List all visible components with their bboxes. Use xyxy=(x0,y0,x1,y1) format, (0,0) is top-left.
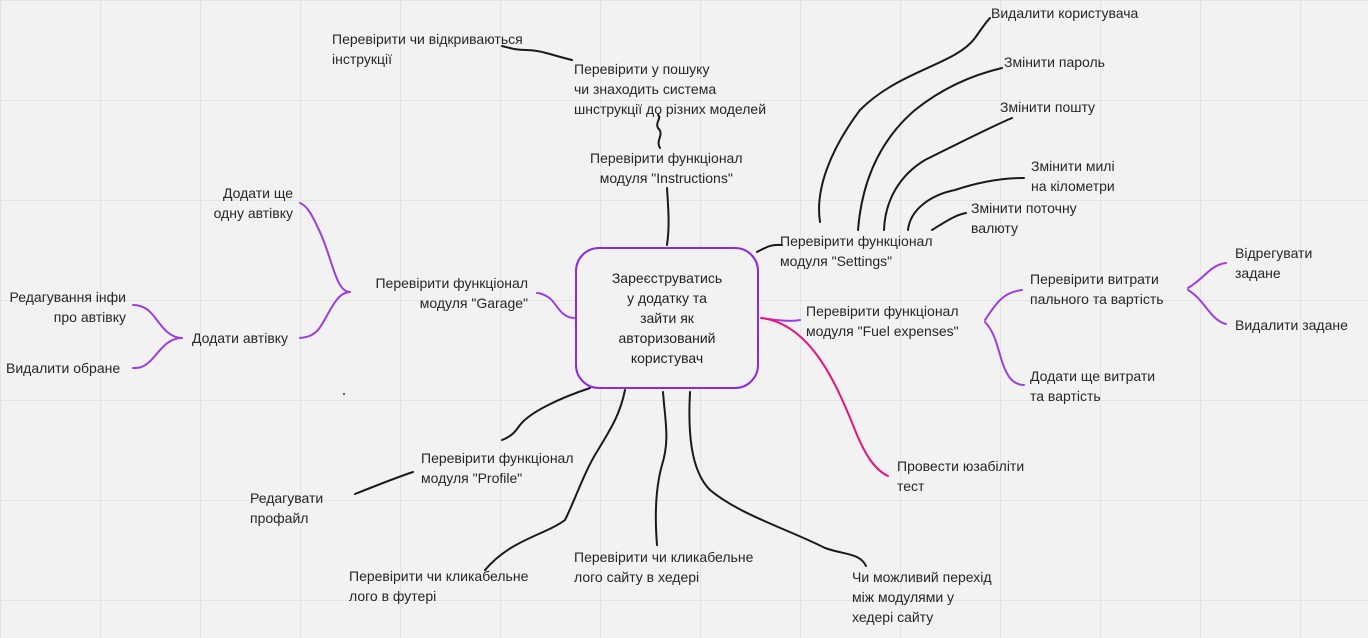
edge-profile-edit xyxy=(354,471,414,495)
edge-settings-miles xyxy=(907,177,1025,231)
edge-settings-currency xyxy=(931,212,967,231)
edge-settings-delete-user xyxy=(818,17,991,223)
node-delete-user[interactable]: Видалити користувача xyxy=(991,5,1139,21)
node-garage-module[interactable]: Перевірити функціонал модуля "Garage" xyxy=(375,275,528,311)
edge-center-header-nav xyxy=(688,391,867,567)
node-miles-to-km[interactable]: Змінити милі на кілометри xyxy=(1031,158,1115,194)
edge-center-footer-logo xyxy=(484,389,626,571)
node-add-more-fuel[interactable]: Додати ще витрати та вартість xyxy=(1030,368,1156,404)
node-edit-profile[interactable]: Редагувати профайл xyxy=(250,490,324,526)
edge-center-garage xyxy=(536,292,575,319)
node-fuel-expenses-module[interactable]: Перевірити функціонал модуля "Fuel expen… xyxy=(806,303,959,339)
node-change-password[interactable]: Змінити пароль xyxy=(1004,54,1105,70)
node-header-navigation[interactable]: Чи можливий перехід між модулями у хедер… xyxy=(852,569,992,625)
node-search-instructions[interactable]: Перевірити у пошуку чи знаходить система… xyxy=(574,61,767,117)
node-check-fuel-cost[interactable]: Перевірити витрати пального та вартість xyxy=(1030,271,1164,307)
stray-dot xyxy=(343,393,345,395)
node-settings-module[interactable]: Перевірити функціонал модуля "Settings" xyxy=(780,233,933,269)
edge-center-settings xyxy=(756,243,783,253)
edge-center-header-logo xyxy=(654,391,668,546)
edge-center-usability xyxy=(761,317,889,477)
node-instructions-module[interactable]: Перевірити функціонал модуля "Instructio… xyxy=(590,150,743,186)
edge-fuel-add xyxy=(984,321,1025,386)
edge-check-delete xyxy=(1187,289,1227,325)
node-edit-car-info[interactable]: Редагування інфи про автівку xyxy=(9,289,126,325)
edge-check-edit xyxy=(1187,262,1227,289)
node-change-email[interactable]: Змінити пошту xyxy=(1000,99,1096,115)
edge-addcar-delete xyxy=(132,337,183,369)
edge-fuel-check xyxy=(984,289,1023,321)
node-add-car[interactable]: Додати автівку xyxy=(192,330,289,346)
edge-settings-email xyxy=(883,117,1013,231)
node-delete-selected[interactable]: Видалити обране xyxy=(6,360,121,376)
node-footer-logo[interactable]: Перевірити чи кликабельне лого в футері xyxy=(349,568,529,604)
node-profile-module[interactable]: Перевірити функціонал модуля "Profile" xyxy=(421,450,574,486)
edge-instructions-search xyxy=(656,114,662,149)
edge-addcar-edit-info xyxy=(132,304,183,339)
node-delete-entry[interactable]: Видалити задане xyxy=(1235,317,1348,333)
node-usability-test[interactable]: Провести юзабіліти тест xyxy=(897,458,1025,494)
node-instructions-open[interactable]: Перевірити чи відкриваються інструкції xyxy=(332,31,523,67)
edge-settings-password xyxy=(857,67,1003,231)
edge-garage-add-another xyxy=(299,202,351,293)
edge-center-profile xyxy=(501,387,591,441)
node-change-currency[interactable]: Змінити поточну валюту xyxy=(971,200,1077,236)
edge-center-instructions xyxy=(666,187,670,246)
node-add-another-car[interactable]: Додати ще одну автівку xyxy=(213,185,293,221)
edge-garage-add-car xyxy=(299,291,351,339)
node-header-logo[interactable]: Перевірити чи кликабельне лого сайту в х… xyxy=(574,549,754,585)
node-edit-entry[interactable]: Відрегувати задане xyxy=(1235,245,1313,281)
central-node[interactable]: Зареєструватись у додатку та зайти як ав… xyxy=(575,247,759,389)
edge-search-open xyxy=(501,45,573,61)
